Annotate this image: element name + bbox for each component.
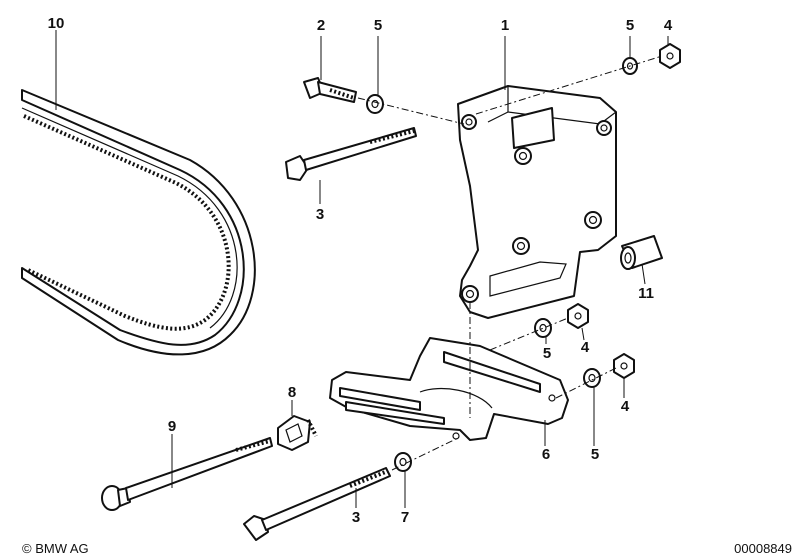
bolt-lower xyxy=(243,467,391,541)
callout-washer-mid: 5 xyxy=(543,345,551,362)
washer-lower xyxy=(583,368,601,388)
callout-adjust-bolt: 9 xyxy=(168,418,176,435)
washer-bottom xyxy=(394,452,412,472)
callout-bracket: 1 xyxy=(501,17,509,34)
callout-nut-mid: 4 xyxy=(581,339,590,356)
callout-washer-top-left: 5 xyxy=(374,17,382,34)
tension-nut xyxy=(277,415,318,451)
screw-top xyxy=(303,77,357,103)
callout-belt: 10 xyxy=(48,15,65,32)
v-belt xyxy=(21,89,256,356)
callout-screw-top: 2 xyxy=(317,17,325,34)
callout-plate: 6 xyxy=(542,446,550,463)
assembly-axes xyxy=(357,55,663,471)
nut-mid xyxy=(567,303,589,329)
nut-lower xyxy=(613,353,635,379)
callout-nut-lower: 4 xyxy=(621,398,630,415)
copyright-text: © BMW AG xyxy=(22,541,89,556)
nut-top-right xyxy=(659,43,681,69)
callout-sleeve: 11 xyxy=(638,285,654,302)
washer-top-left xyxy=(366,94,384,114)
leader-lines xyxy=(55,30,669,508)
diagram-number: 00008849 xyxy=(734,541,792,556)
callout-washer-lower: 5 xyxy=(591,446,599,463)
callout-bolt-upper: 3 xyxy=(316,206,324,223)
callout-nut-top-right: 4 xyxy=(664,17,673,34)
washer-mid xyxy=(534,318,552,338)
sleeve xyxy=(620,235,663,270)
adjusting-bolt xyxy=(101,437,273,511)
callout-tension-nut: 8 xyxy=(288,384,296,401)
bolt-upper xyxy=(285,127,417,181)
callout-washer-top-right: 5 xyxy=(626,17,634,34)
tension-plate xyxy=(329,337,569,441)
callout-bolt-lower: 3 xyxy=(352,509,360,526)
callout-washer-bottom: 7 xyxy=(401,509,409,526)
bracket xyxy=(457,85,617,319)
